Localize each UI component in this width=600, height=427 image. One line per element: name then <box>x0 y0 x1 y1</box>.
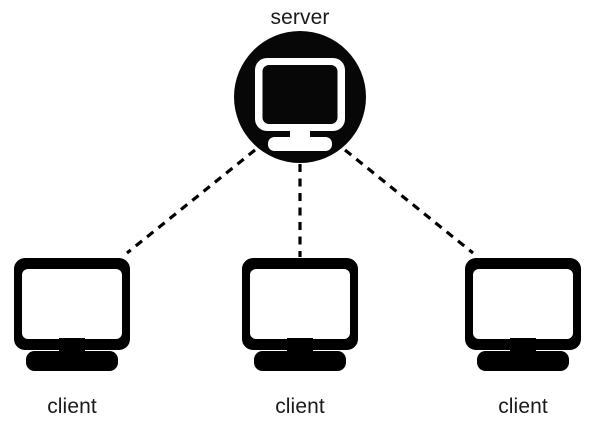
connection-links <box>125 148 475 257</box>
link-server-to-client-3 <box>343 148 475 255</box>
server-label: server <box>271 6 330 29</box>
monitor-icon <box>242 258 358 371</box>
client-label-2: client <box>275 395 325 418</box>
client-node-2[interactable]: client <box>242 258 358 418</box>
client-node-1[interactable]: client <box>14 258 130 418</box>
client-label-1: client <box>47 395 97 418</box>
monitor-in-circle-icon <box>255 58 345 151</box>
client-label-3: client <box>498 395 548 418</box>
monitor-icon <box>465 258 581 371</box>
link-server-to-client-1 <box>125 148 257 255</box>
client-node-3[interactable]: client <box>465 258 581 418</box>
server-node[interactable]: server <box>234 6 366 163</box>
monitor-icon <box>14 258 130 371</box>
